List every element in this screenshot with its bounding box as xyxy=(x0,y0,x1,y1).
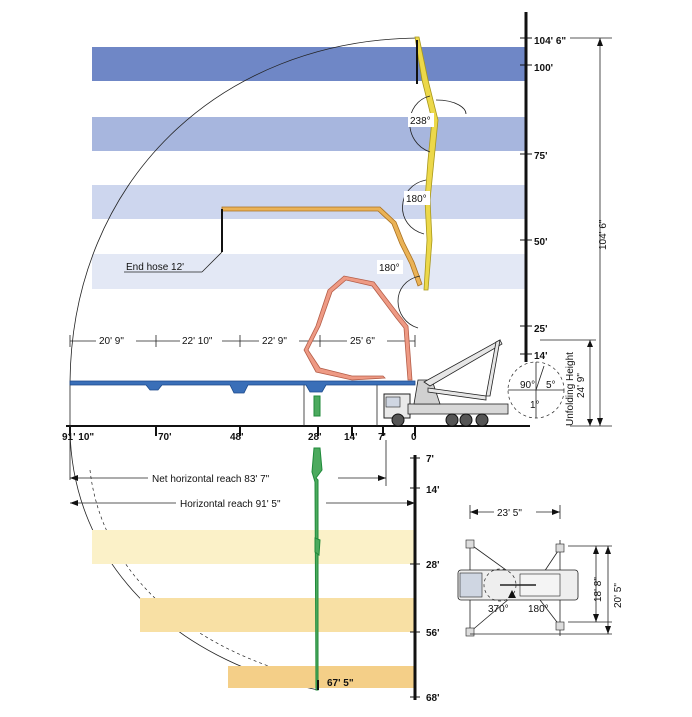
angle-180-lower-label: 180° xyxy=(379,263,400,274)
salmon-boom xyxy=(303,275,413,381)
unfolding-height-label: Unfolding Height xyxy=(565,352,576,426)
depth-label-28: 28' xyxy=(426,560,440,571)
green-boom-down xyxy=(311,395,323,691)
upper-reach-bands xyxy=(92,47,526,289)
band-37 xyxy=(92,254,526,289)
end-hose-leader xyxy=(201,251,223,273)
section-length-2: 22' 10" xyxy=(182,336,213,347)
hscale-28: 28' xyxy=(308,432,322,443)
slew-angle-diagram xyxy=(507,361,565,419)
net-reach-label: Net horizontal reach 83' 7" xyxy=(152,474,270,485)
depth-label-14: 14' xyxy=(426,485,440,496)
angle-1-label: 1° xyxy=(530,400,540,411)
depth-label-68: 68' xyxy=(426,693,440,704)
angle-5-label: 5° xyxy=(546,380,556,391)
height-scale-ticks xyxy=(520,37,532,355)
section-length-3: 22' 9" xyxy=(262,336,287,347)
hscale-7: 7' xyxy=(378,432,386,443)
slew-small-label: 180° xyxy=(528,604,549,615)
band-28 xyxy=(92,530,414,564)
outrigger-span-total-label: 20' 5" xyxy=(613,583,624,608)
hscale-48: 48' xyxy=(230,432,244,443)
orange-boom xyxy=(221,206,423,287)
rotation-arc-180-upper xyxy=(402,179,427,235)
inner-envelope xyxy=(89,469,301,677)
total-reach-label: Horizontal reach 91' 5" xyxy=(180,499,281,510)
height-label-50: 50' xyxy=(534,237,548,248)
rotation-arc-238-tail xyxy=(435,99,467,115)
outrigger-span-rear-label: 18' 8" xyxy=(593,577,604,602)
hscale-14: 14' xyxy=(344,432,358,443)
blue-boom-horizontal xyxy=(69,380,416,394)
height-label-top: 104' 6" xyxy=(534,36,566,47)
hscale-91: 91' 10" xyxy=(62,432,94,443)
band-62 xyxy=(92,185,526,219)
hscale-70: 70' xyxy=(158,432,172,443)
outrigger-width-label: 23' 5" xyxy=(497,508,522,519)
height-label-14: 14' xyxy=(534,351,548,362)
section-length-1: 20' 9" xyxy=(99,336,124,347)
band-87 xyxy=(92,117,526,151)
rotation-arc-180-lower xyxy=(397,275,421,329)
depth-label-7: 7' xyxy=(426,454,434,465)
band-62-lower xyxy=(228,666,414,688)
angle-238-label: 238° xyxy=(410,116,431,127)
yellow-boom xyxy=(414,36,439,291)
angle-180-upper-label: 180° xyxy=(406,194,427,205)
height-label-100: 100' xyxy=(534,63,553,74)
depth-label-56: 56' xyxy=(426,628,440,639)
lower-reach-bands xyxy=(92,530,414,688)
end-hose-label: End hose 12' xyxy=(126,262,184,273)
height-label-75: 75' xyxy=(534,151,548,162)
band-46 xyxy=(140,598,414,632)
unfolding-height-dimension: Unfolding Height 24' 9" xyxy=(540,339,596,426)
depth-max-label: 67' 5" xyxy=(327,678,354,689)
section-dimensions xyxy=(69,333,416,347)
height-label-25: 25' xyxy=(534,324,548,335)
unfolding-height-value: 24' 9" xyxy=(576,373,587,398)
total-height-label: 104' 6" xyxy=(598,219,609,250)
band-100 xyxy=(92,47,526,81)
truck-side-view xyxy=(383,339,509,427)
section-length-4: 25' 6" xyxy=(350,336,375,347)
upper-reach-envelope xyxy=(69,37,419,383)
net-reach-dimension xyxy=(70,440,387,486)
total-reach-dimension xyxy=(70,495,415,509)
angle-90-label: 90° xyxy=(520,380,535,391)
outrigger-top-view xyxy=(457,505,612,637)
total-height-dimension: 104' 6" xyxy=(570,37,612,427)
slew-angle-label: 370° xyxy=(488,604,509,615)
depth-scale-ticks xyxy=(410,457,420,698)
hscale-0: 0 xyxy=(411,432,417,443)
